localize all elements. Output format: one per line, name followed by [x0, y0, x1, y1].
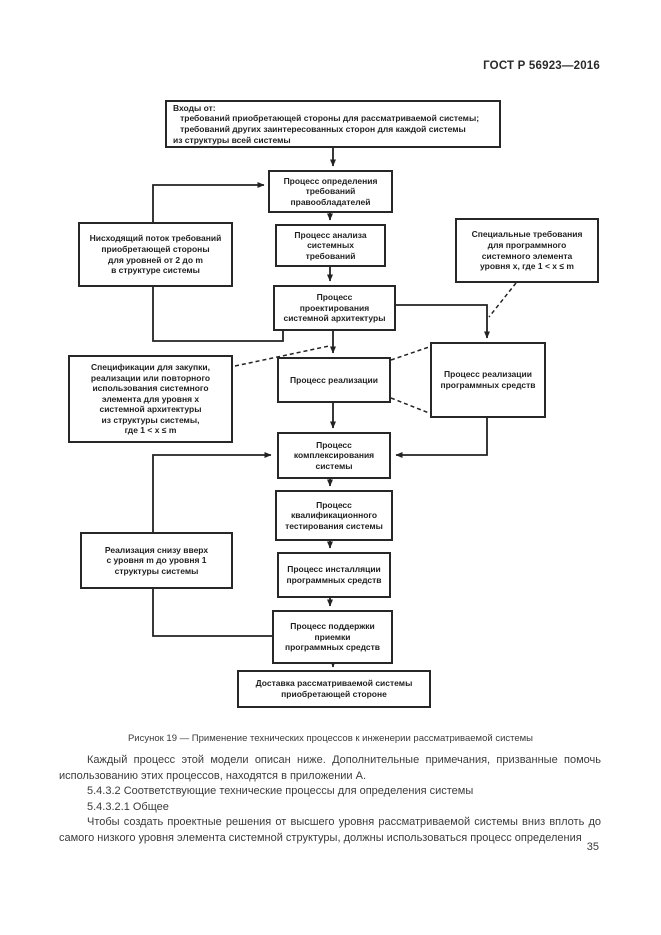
paragraph: Чтобы создать проектные решения от высше… — [59, 816, 601, 844]
body-text-block: Каждый процесс этой модели описан ниже. … — [59, 753, 601, 847]
page-number: 35 — [586, 841, 599, 853]
dashed-link-specifications — [234, 345, 330, 367]
process-box-software-installation: Процесс инсталляции программных средств — [277, 552, 391, 598]
note-box-special-requirements: Специальные требования для программного … — [455, 218, 599, 283]
figure-caption: Рисунок 19 — Применение технических проц… — [127, 733, 534, 744]
note-box-downward-requirements-flow: Нисходящий поток требований приобретающе… — [78, 222, 233, 287]
process-box-architecture-design: Процесс проектирования системной архитек… — [273, 285, 396, 331]
subsection-heading: 5.4.3.2.1 Общее — [87, 800, 169, 813]
dashed-funnel-top — [390, 346, 430, 361]
process-box-stakeholder-requirements: Процесс определения требований правообла… — [268, 170, 393, 213]
inputs-box: Входы от: требований приобретающей сторо… — [165, 100, 501, 148]
section-heading: 5.4.3.2 Соответствующие технические проц… — [87, 785, 474, 798]
feedback-loop-downward-requirements — [152, 182, 284, 342]
note-box-acquisition-specifications: Спецификации для закупки, реализации или… — [68, 355, 233, 443]
dashed-link-special-requirements — [488, 282, 517, 318]
arrow-arch-to-swimpl — [395, 304, 490, 339]
dashed-funnel-bottom — [390, 397, 430, 414]
paragraph: Каждый процесс этой модели описан ниже. … — [59, 754, 601, 782]
arrow-swimpl-to-integration — [395, 418, 488, 458]
process-box-system-requirements-analysis: Процесс анализа системных требований — [275, 224, 386, 267]
figure-19-flowchart: Входы от: требований приобретающей сторо… — [68, 100, 599, 708]
delivery-box: Доставка рассматриваемой системы приобре… — [237, 670, 431, 708]
note-box-bottom-up-realization: Реализация снизу вверх с уровня m до уро… — [80, 532, 233, 589]
process-box-software-implementation: Процесс реализации программных средств — [430, 342, 546, 418]
document-number-header: ГОСТ Р 56923—2016 — [483, 60, 600, 72]
process-box-system-integration: Процесс комплексирования системы — [277, 432, 391, 479]
process-box-implementation: Процесс реализации — [277, 357, 391, 403]
process-box-qualification-testing: Процесс квалификационного тестирования с… — [275, 490, 393, 541]
process-box-software-acceptance-support: Процесс поддержки приемки программных ср… — [272, 610, 393, 664]
flowchart-connector-lines — [152, 147, 517, 668]
